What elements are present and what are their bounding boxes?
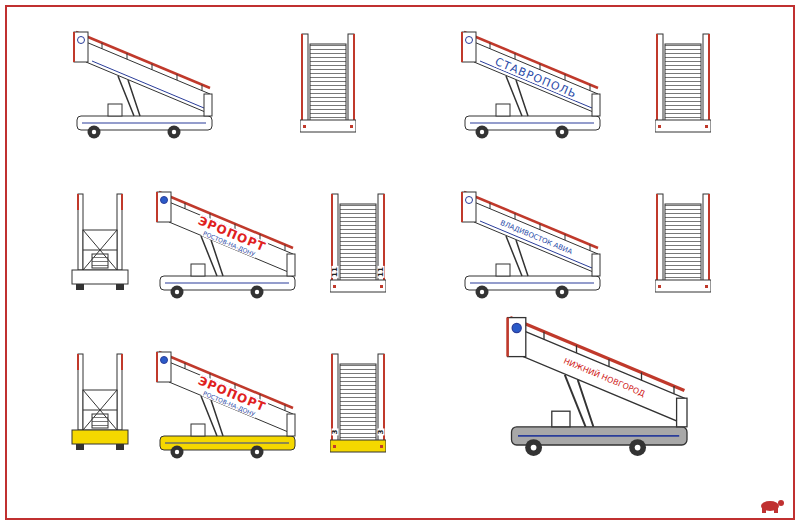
stair-rear [330,194,386,292]
stair-side [462,32,600,139]
stair-front [72,354,128,450]
stair-rear [655,34,711,132]
stair-number: 11 [332,266,339,278]
stair-number: 3 [332,429,339,436]
stair-number: 3 [378,429,385,436]
stair-side [508,318,687,456]
stair-side [74,32,212,139]
stair-number: 11 [378,266,385,278]
stair-rear [300,34,356,132]
stair-side [462,192,600,299]
frame [6,6,794,519]
stair-side [157,192,295,299]
livery-text: ВЛАДИВОСТОК АВИА [498,219,574,256]
stair-front [72,194,128,290]
stair-rear [330,354,386,452]
maker-logo [761,500,784,513]
stair-rear [655,194,711,292]
stair-side [157,352,295,459]
